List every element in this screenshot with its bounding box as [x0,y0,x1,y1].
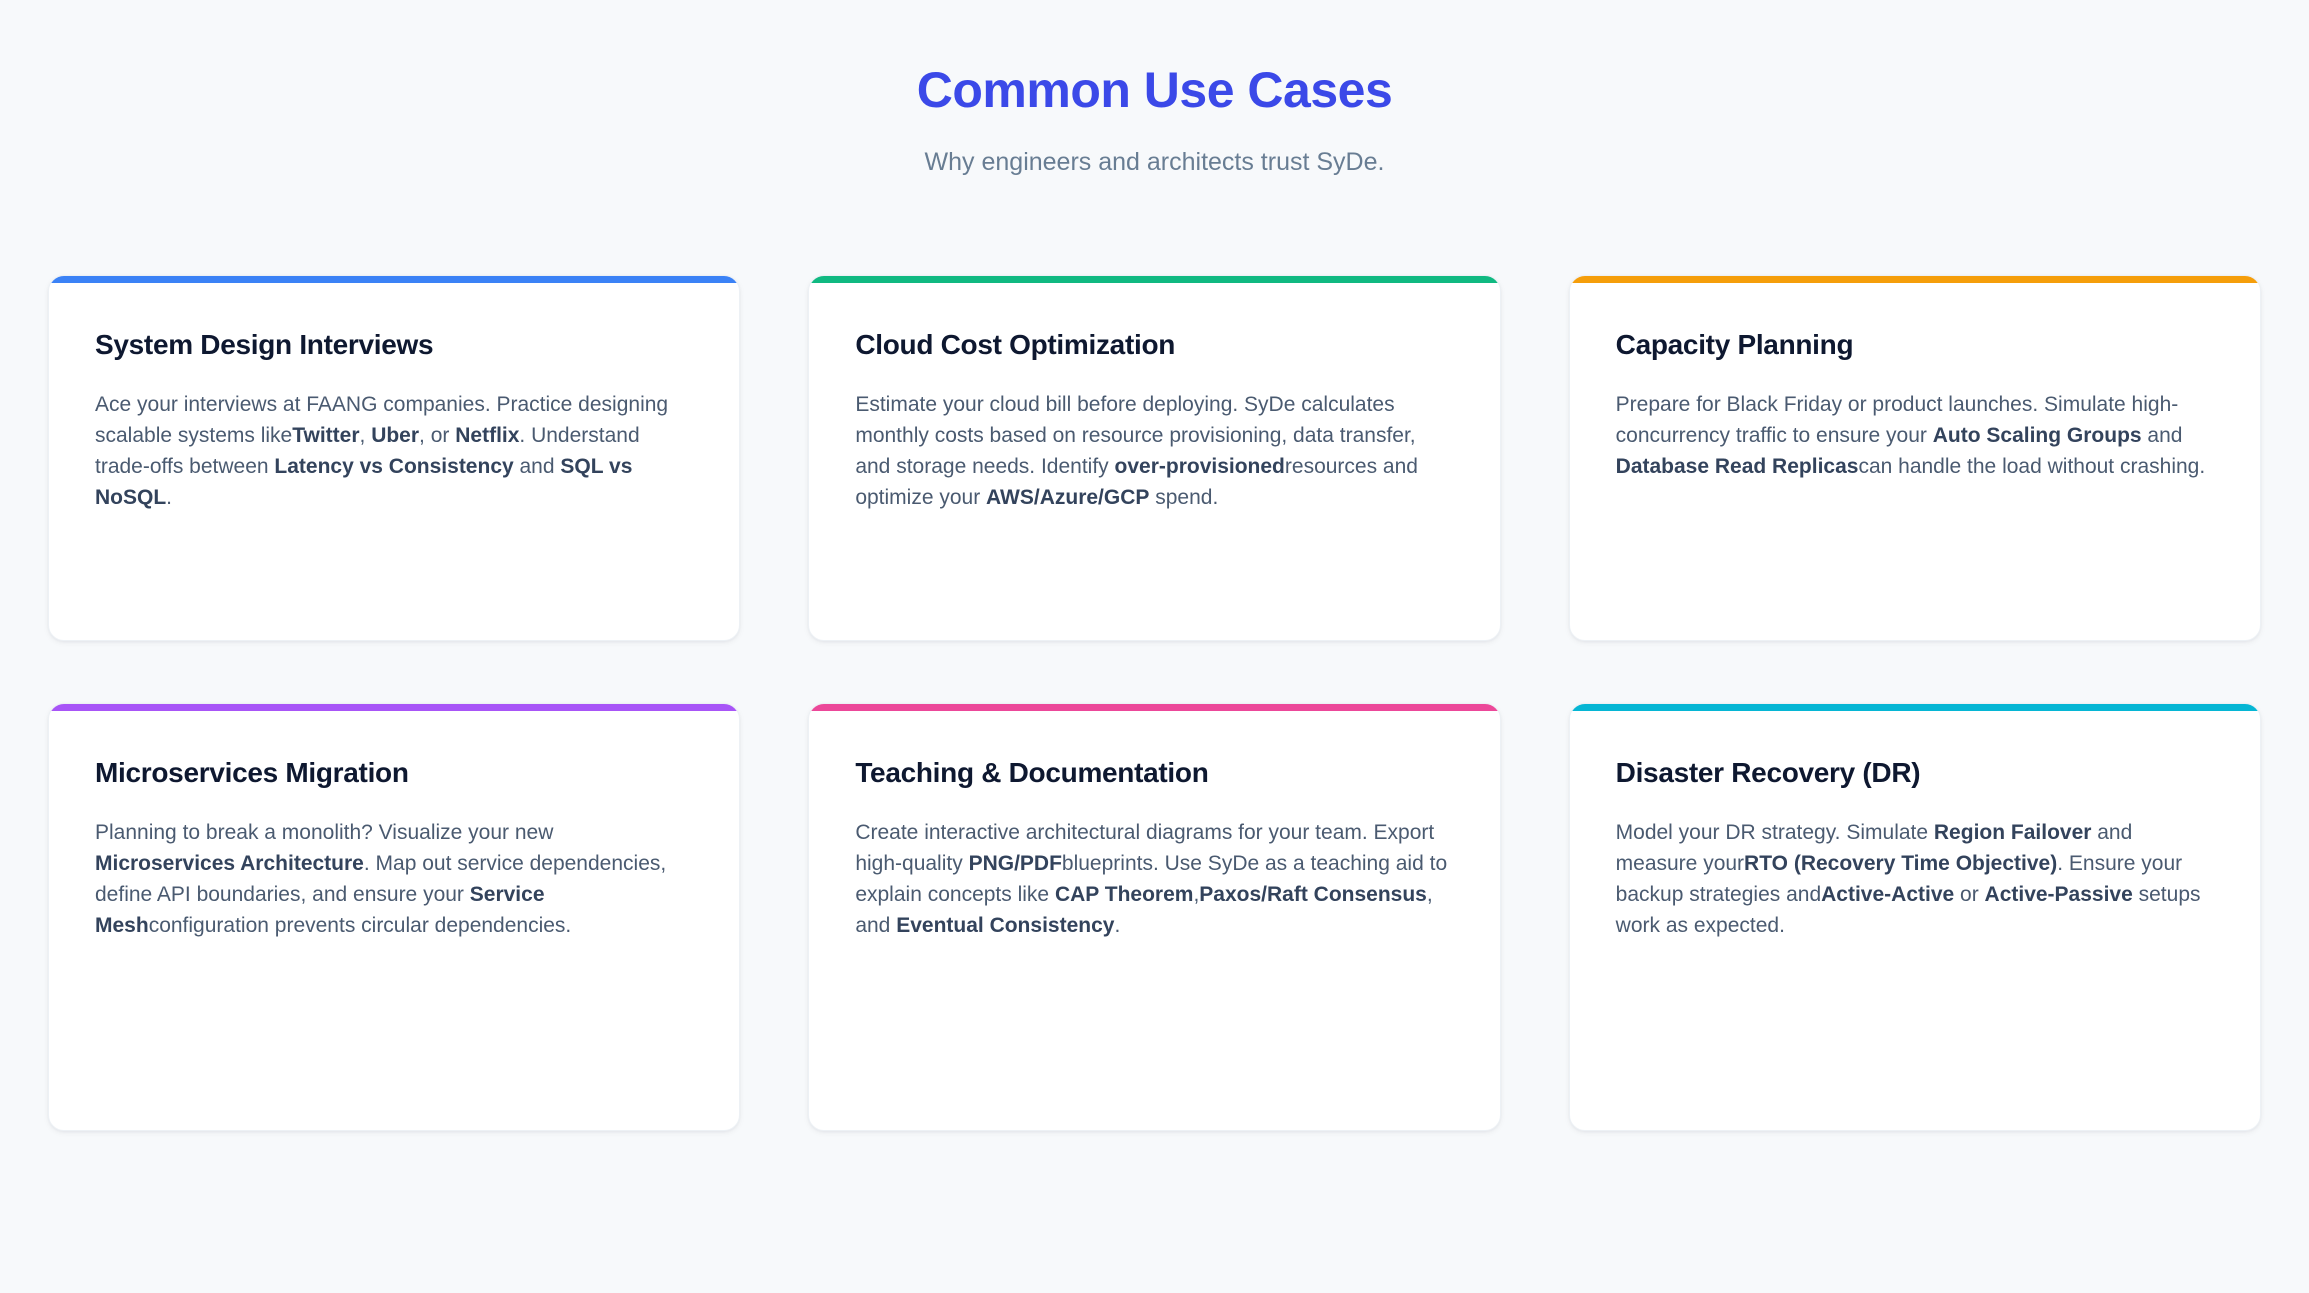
card-body: Planning to break a monolith? Visualize … [95,821,667,938]
card-body: Prepare for Black Friday or product laun… [1615,393,2206,479]
card-accent-bar [1569,703,2260,711]
card-accent-bar [1569,275,2260,283]
use-case-card-system-design-interviews[interactable]: System Design Interviews Ace your interv… [48,274,741,641]
card-body: Model your DR strategy. Simulate Region … [1615,821,2201,938]
card-title: Cloud Cost Optimization [855,328,1176,360]
card-body: Ace your interviews at FAANG companies. … [95,393,669,510]
card-title: Teaching & Documentation [855,756,1209,788]
card-body: Estimate your cloud bill before deployin… [855,393,1418,510]
card-title: Capacity Planning [1615,328,1854,360]
card-body: Create interactive architectural diagram… [855,821,1448,938]
card-accent-bar [49,703,740,711]
card-title: Microservices Migration [95,756,409,788]
page-subtitle: Why engineers and architects trust SyDe. [924,148,1385,176]
card-accent-bar [809,703,1500,711]
use-case-card-capacity-planning[interactable]: Capacity Planning Prepare for Black Frid… [1568,274,2261,641]
card-accent-bar [809,275,1500,283]
page-header: Common Use Cases Why engineers and archi… [48,0,2261,179]
use-case-card-grid: System Design Interviews Ace your interv… [48,274,2261,1131]
use-case-card-disaster-recovery[interactable]: Disaster Recovery (DR) Model your DR str… [1568,702,2261,1131]
use-case-card-cloud-cost-optimization[interactable]: Cloud Cost Optimization Estimate your cl… [808,274,1501,641]
use-case-card-teaching-documentation[interactable]: Teaching & Documentation Create interact… [808,702,1501,1131]
card-title: Disaster Recovery (DR) [1615,756,1921,788]
page-title: Common Use Cases [916,62,1393,118]
use-case-card-microservices-migration[interactable]: Microservices Migration Planning to brea… [48,702,741,1131]
card-title: System Design Interviews [95,328,434,360]
card-accent-bar [49,275,740,283]
